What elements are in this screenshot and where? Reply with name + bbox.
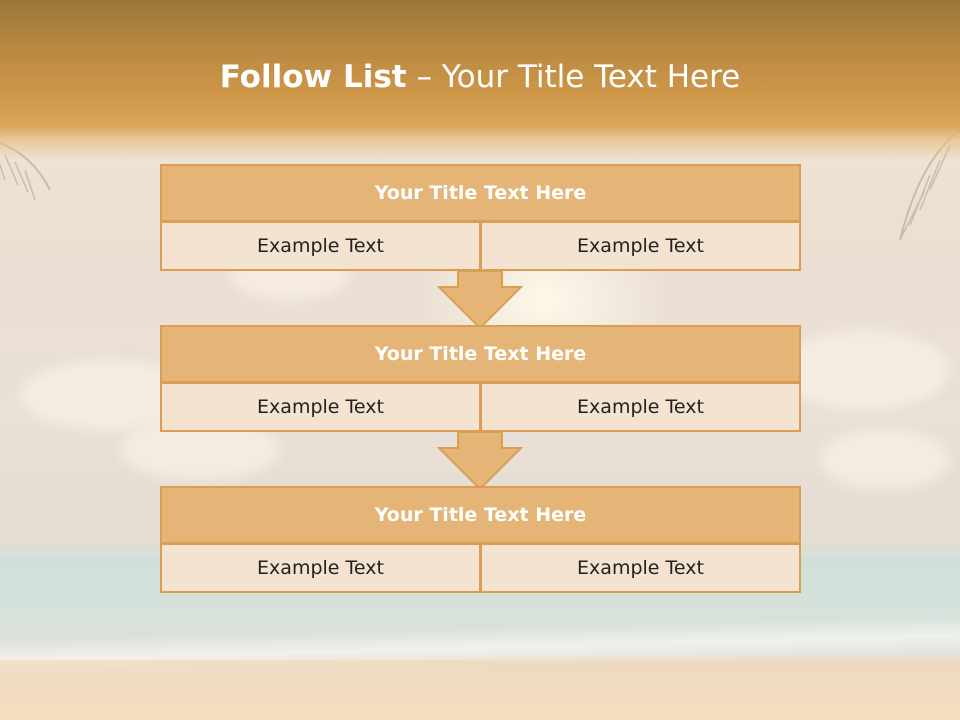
flow-step-title: Your Title Text Here xyxy=(160,325,801,383)
down-arrow xyxy=(437,270,523,330)
sand xyxy=(0,660,960,720)
flow-step-title: Your Title Text Here xyxy=(160,164,801,222)
slide-title-rest: – Your Title Text Here xyxy=(406,59,741,95)
flow-step-title: Your Title Text Here xyxy=(160,486,801,544)
flow-step-right-text: Example Text xyxy=(480,221,801,271)
cloud xyxy=(820,430,950,490)
flow-step-left-text: Example Text xyxy=(160,382,481,432)
cloud xyxy=(780,330,950,410)
flow-step-right-text: Example Text xyxy=(480,543,801,593)
title-band xyxy=(0,0,960,160)
flow-step-right-text: Example Text xyxy=(480,382,801,432)
slide-title-bold: Follow List xyxy=(219,59,407,95)
flow-step-left-text: Example Text xyxy=(160,543,481,593)
slide-title: Follow List – Your Title Text Here xyxy=(0,52,960,102)
flow-step-left-text: Example Text xyxy=(160,221,481,271)
down-arrow xyxy=(437,431,523,491)
